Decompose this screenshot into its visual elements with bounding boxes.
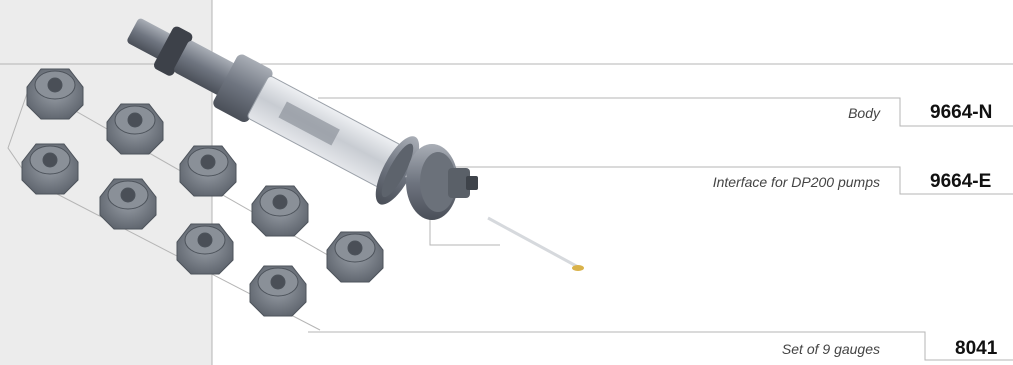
- part-description-gauges: Set of 9 gauges: [782, 341, 880, 357]
- gauge-set: [22, 69, 383, 316]
- part-description-body: Body: [848, 105, 880, 121]
- part-description-interface: Interface for DP200 pumps: [713, 174, 880, 190]
- part-code-body: 9664-N: [930, 102, 992, 124]
- part-code-interface: 9664-E: [930, 171, 991, 193]
- interface-component: [406, 144, 584, 271]
- part-code-gauges: 8041: [955, 338, 997, 360]
